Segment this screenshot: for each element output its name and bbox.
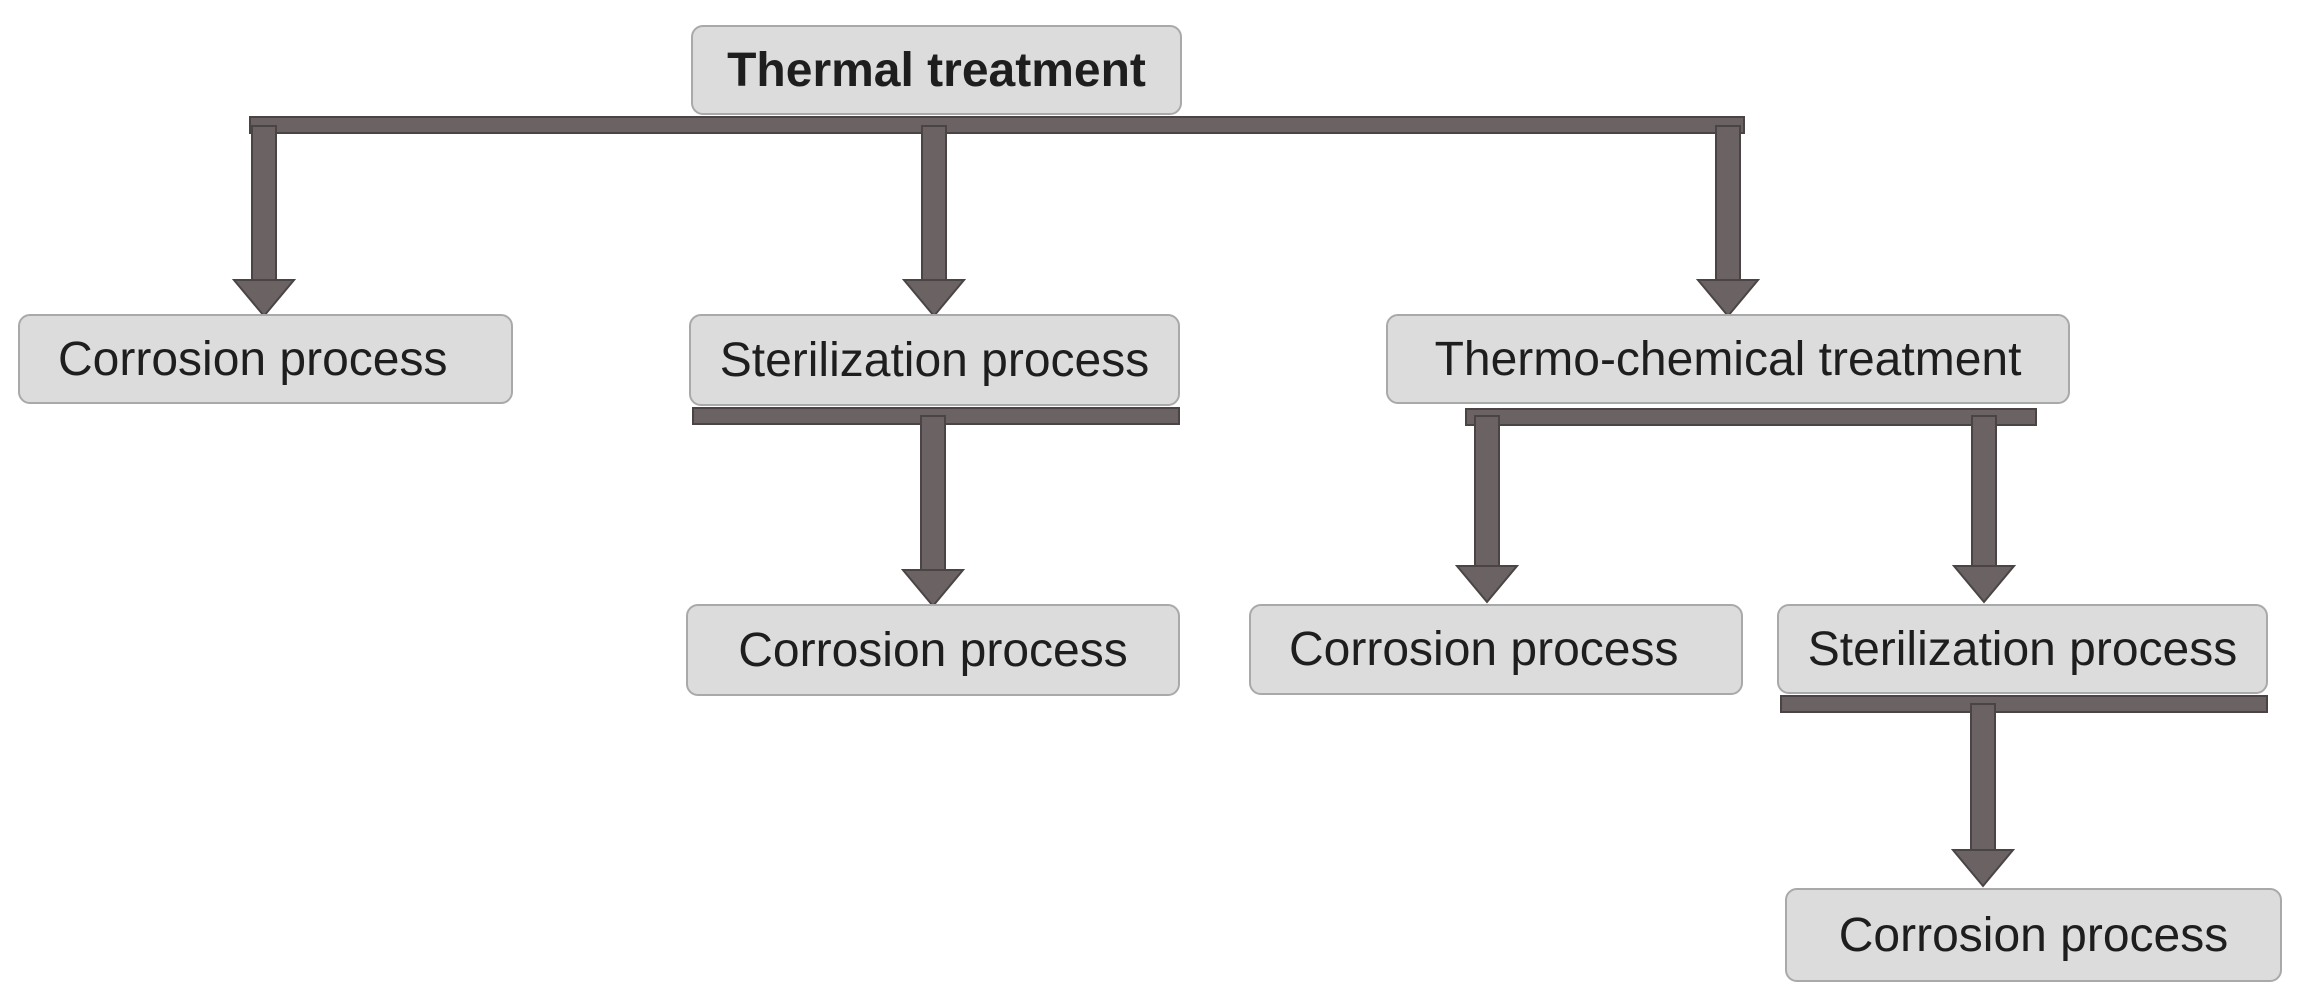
arrow-sterilization2-to-corrosion (1950, 703, 2016, 888)
arrow-root-to-sterilization (901, 125, 967, 318)
arrow-thermochemical-to-sterilization (1951, 415, 2017, 604)
arrow-root-to-thermochemical (1695, 125, 1761, 318)
node-thermal-treatment: Thermal treatment (691, 25, 1182, 115)
root-branch-bar (249, 116, 1745, 134)
node-thermochemical-treatment: Thermo-chemical treatment (1386, 314, 2070, 404)
arrow-thermochemical-to-corrosion (1454, 415, 1520, 604)
arrow-root-to-corrosion (231, 125, 297, 318)
node-corrosion-process-1: Corrosion process (18, 314, 513, 404)
node-corrosion-process-2: Corrosion process (686, 604, 1180, 696)
node-sterilization-process-2: Sterilization process (1777, 604, 2268, 694)
node-sterilization-process-1: Sterilization process (689, 314, 1180, 406)
node-corrosion-process-4: Corrosion process (1785, 888, 2282, 982)
sterilization2-branch-bar (1780, 695, 2268, 713)
node-corrosion-process-3: Corrosion process (1249, 604, 1743, 695)
thermochemical-branch-bar (1465, 408, 2037, 426)
arrow-sterilization-to-corrosion (900, 415, 966, 608)
